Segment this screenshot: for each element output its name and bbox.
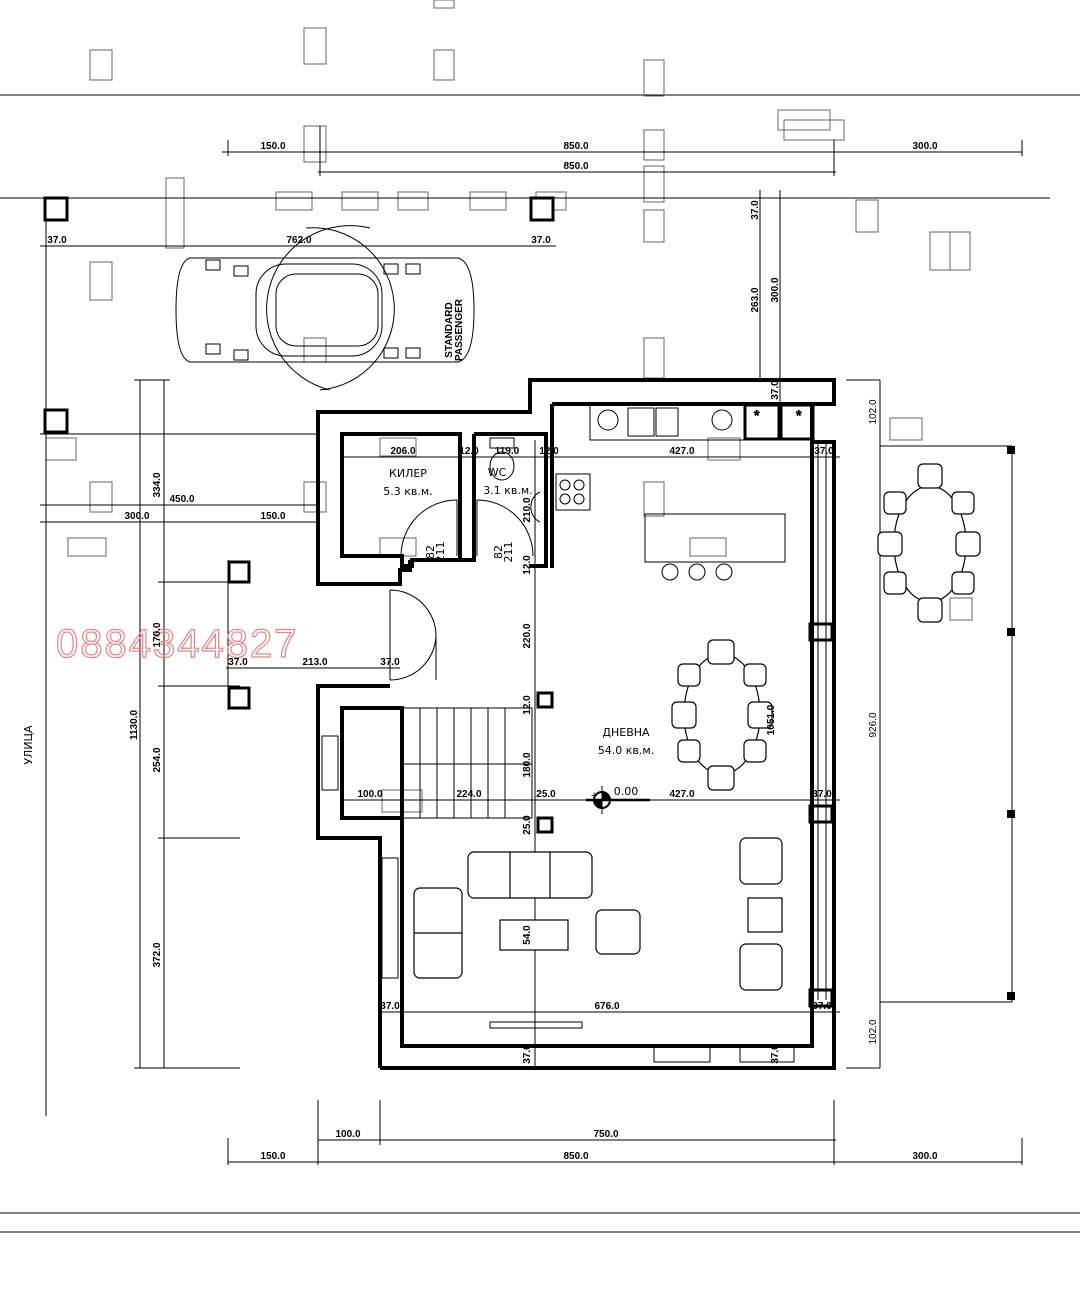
level-mark: 0.00	[614, 785, 639, 798]
dimension-label: 37.0	[380, 1001, 400, 1012]
dimension-label: 427.0	[669, 789, 694, 800]
dimension-label: 850.0	[563, 1151, 588, 1162]
dimension-label: 37.0	[531, 235, 551, 246]
svg-text:*: *	[796, 407, 802, 423]
staircase	[401, 707, 533, 819]
dimension-label: 119.0	[495, 446, 520, 457]
room-area-pantry: 5.3 кв.м.	[383, 485, 432, 498]
dimension-label: 37.0	[380, 657, 400, 668]
living-furniture	[413, 837, 783, 991]
dimension-label: 450.0	[169, 494, 194, 505]
dimension-label: 150.0	[260, 511, 285, 522]
dimension-label: 170.0	[152, 622, 163, 647]
dimension-label: 1130.0	[129, 710, 140, 740]
dimension-label: 300.0	[912, 1151, 937, 1162]
dimension-label: 850.0	[563, 141, 588, 152]
terrace-dining-table	[877, 463, 981, 623]
dimension-label: 25.0	[536, 789, 556, 800]
dimension-label: 926.0	[868, 712, 879, 737]
dimension-label: 427.0	[669, 446, 694, 457]
dimension-label: 12.0	[539, 446, 559, 457]
dimension-label: 372.0	[152, 942, 163, 967]
dimension-lines	[0, 126, 1050, 1165]
dimension-label: 334.0	[152, 472, 163, 497]
sheet-border	[0, 94, 1080, 1233]
dimension-label: 12.0	[522, 695, 533, 715]
dimension-label: 100.0	[335, 1129, 360, 1140]
doors[interactable]	[389, 499, 534, 681]
terrace-posts	[1007, 446, 1015, 1000]
dimension-label: 37.0	[814, 446, 834, 457]
dimension-label: 25.0	[522, 815, 533, 835]
dimension-label: 224.0	[456, 789, 481, 800]
dimension-labels: 150.0 850.0 300.0 850.0 37.0 762.0 37.0 …	[47, 141, 938, 1162]
dimension-label: 850.0	[563, 161, 588, 172]
room-area-wc: 3.1 кв.м.	[483, 484, 532, 497]
room-name-pantry: КИЛЕР	[389, 467, 427, 480]
dimension-label: 12.0	[459, 446, 479, 457]
background-objects	[45, 0, 973, 813]
wc-fixtures	[489, 437, 541, 523]
room-area-living: 54.0 кв.м.	[598, 744, 654, 757]
door-1-width: 82	[424, 545, 437, 559]
level-marker-icon: +	[586, 786, 650, 814]
dimension-label: 254.0	[152, 747, 163, 772]
dimension-label: 37.0	[750, 200, 761, 220]
dimension-label: 206.0	[390, 446, 415, 457]
phone-watermark: 0884344827	[56, 622, 298, 666]
street-label: УЛИЦА	[22, 725, 35, 765]
dimension-label: 100.0	[357, 789, 382, 800]
windows	[321, 442, 827, 1063]
dimension-label: 676.0	[594, 1001, 619, 1012]
dimension-label: 762.0	[286, 235, 311, 246]
dimension-label: 102.0	[868, 399, 879, 424]
dimension-label: 300.0	[124, 511, 149, 522]
door-2-width: 82	[492, 545, 505, 559]
car-label-1: STANDARD	[444, 302, 455, 357]
dimension-label: 12.0	[522, 555, 533, 575]
car-label-2: PASSENGER	[454, 298, 465, 361]
dimension-label: 37.0	[522, 1044, 533, 1064]
dimension-label: 750.0	[593, 1129, 618, 1140]
columns	[43, 196, 834, 1008]
dimension-label: 37.0	[770, 1044, 781, 1064]
dimension-label: 1051.0	[766, 704, 777, 735]
dimension-label: 37.0	[812, 1001, 832, 1012]
dimension-label: 213.0	[302, 657, 327, 668]
room-name-living: ДНЕВНА	[602, 726, 650, 739]
dimension-label: 37.0	[812, 789, 832, 800]
room-name-wc: WC	[488, 466, 507, 479]
dimension-label: 37.0	[228, 657, 248, 668]
dimension-label: 150.0	[260, 1151, 285, 1162]
door-1-height: 211	[434, 542, 447, 563]
dimension-label: 150.0	[260, 141, 285, 152]
kitchen: **	[555, 403, 803, 581]
dining-table	[671, 639, 773, 791]
dimension-label: 263.0	[750, 287, 761, 312]
dimension-label: 300.0	[770, 277, 781, 302]
dimension-label: 210.0	[522, 497, 533, 522]
dimension-label: 102.0	[868, 1019, 879, 1044]
door-2-height: 211	[502, 542, 515, 563]
dimension-label: 37.0	[47, 235, 67, 246]
dimension-label: 300.0	[912, 141, 937, 152]
walls	[316, 378, 836, 1070]
dimension-label: 54.0	[522, 925, 533, 945]
dimension-label: 180.0	[522, 752, 533, 777]
svg-text:+: +	[591, 790, 597, 802]
dimension-label: 220.0	[522, 623, 533, 648]
dimension-label: 37.0	[770, 380, 781, 400]
car-outline	[175, 225, 475, 391]
svg-text:*: *	[754, 407, 760, 423]
